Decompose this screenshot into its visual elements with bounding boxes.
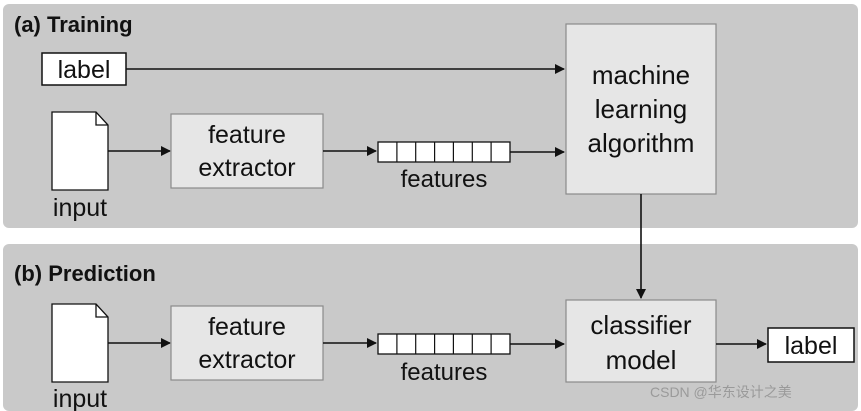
prediction-extractor-line-1: feature: [208, 313, 286, 341]
classifier-line-2: model: [606, 345, 677, 375]
prediction-feature-extractor-box: [170, 305, 324, 381]
training-extractor-line-1: feature: [208, 121, 286, 149]
watermark-text: CSDN @华东设计之美: [650, 384, 792, 400]
prediction-input-caption: input: [53, 385, 107, 411]
algorithm-line-3: algorithm: [588, 128, 695, 158]
prediction-feature-vector: [377, 333, 511, 355]
training-features-caption: features: [401, 166, 488, 193]
algorithm-line-2: learning: [595, 94, 688, 124]
training-input-document-icon: [51, 111, 109, 191]
prediction-label-box: [767, 327, 855, 363]
training-input-caption: input: [53, 194, 107, 222]
prediction-label-text: label: [785, 332, 838, 360]
prediction-extractor-line-2: extractor: [198, 346, 295, 374]
training-title: (a) Training: [14, 12, 133, 37]
classifier-line-1: classifier: [590, 310, 691, 340]
training-label-text: label: [58, 56, 111, 84]
training-extractor-line-2: extractor: [198, 154, 295, 182]
training-panel: [3, 4, 858, 228]
prediction-title: (b) Prediction: [14, 261, 156, 286]
algorithm-line-1: machine: [592, 60, 690, 90]
prediction-features-caption: features: [401, 359, 488, 386]
classifier-model-box: [565, 299, 717, 383]
training-feature-extractor-box: [170, 113, 324, 189]
training-label-box: [41, 52, 127, 86]
prediction-input-document-icon: [51, 303, 109, 383]
training-feature-vector: [377, 141, 511, 163]
